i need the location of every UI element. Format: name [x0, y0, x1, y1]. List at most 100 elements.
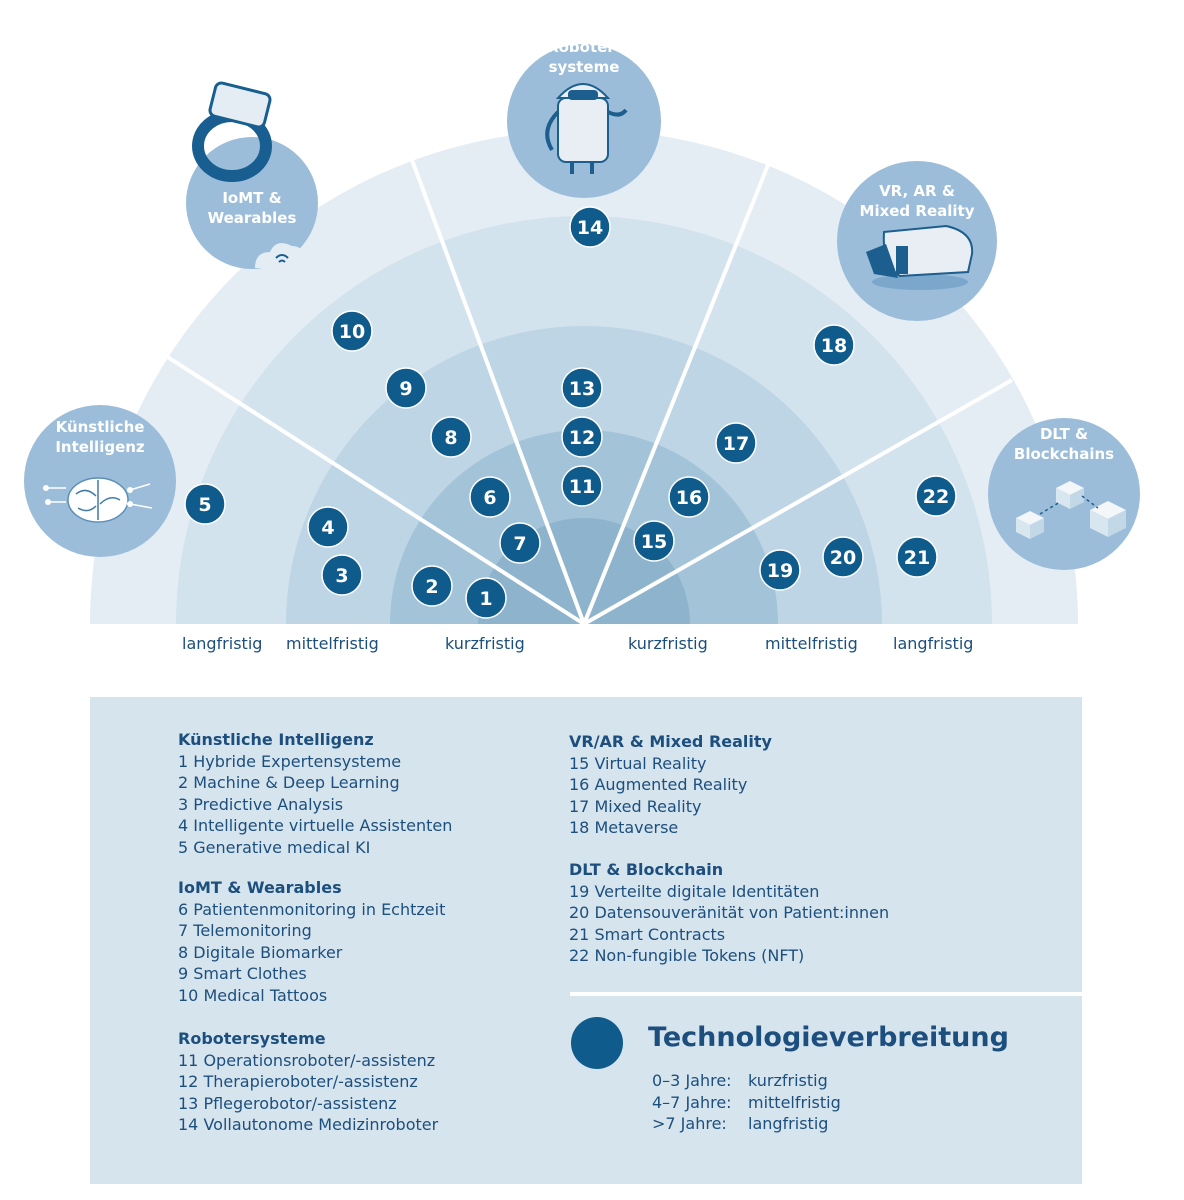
ring-label-right-short: kurzfristig: [628, 634, 708, 653]
marker-dot: [499, 522, 541, 564]
marker-dot: [184, 483, 226, 525]
legend-item: 13 Pflegerobotor/-assistenz: [178, 1093, 397, 1113]
radar-marker-3: 3: [321, 554, 363, 596]
legend-group-vr: VR/AR & Mixed Reality 15 Virtual Reality…: [569, 731, 772, 839]
radar-marker-19: 19: [759, 549, 801, 591]
category-label: Intelligenz: [55, 438, 145, 456]
marker-number: 14: [577, 217, 603, 239]
marker-dot: [813, 324, 855, 366]
legend-item: 22 Non-fungible Tokens (NFT): [569, 946, 805, 965]
sector-divider-4: [583, 378, 1013, 626]
marker-number: 3: [335, 565, 348, 587]
legend-group-robot: Robotersysteme 11 Operationsroboter/-ass…: [178, 1028, 438, 1136]
legend-item: 3 Predictive Analysis: [178, 794, 344, 814]
category-label: Mixed Reality: [860, 202, 975, 220]
vr-headset-icon: [866, 224, 974, 290]
marker-dot: [331, 310, 373, 352]
diffusion-range: >7 Jahre:: [652, 1114, 727, 1133]
marker-number: 13: [569, 378, 595, 400]
legend-item: 15 Virtual Reality: [569, 753, 707, 773]
legend-group-iomt: IoMT & Wearables 6 Patientenmonitoring i…: [178, 877, 445, 1006]
radar-marker-8: 8: [430, 416, 472, 458]
legend-panel: Künstliche Intelligenz 1 Hybride Experte…: [90, 697, 1082, 1184]
marker-dot: [561, 416, 603, 458]
legend-item: 6 Patientenmonitoring in Echtzeit: [178, 899, 446, 919]
marker-dot: [561, 465, 603, 507]
radar-marker-9: 9: [385, 367, 427, 409]
radar-marker-17: 17: [715, 422, 757, 464]
marker-dot: [307, 506, 349, 548]
marker-dot: [759, 549, 801, 591]
marker-dot: [569, 206, 611, 248]
category-circle-robot: Roboter-systeme: [507, 38, 661, 198]
diffusion-term: mittelfristig: [748, 1092, 841, 1112]
legend-item: 14 Vollautonome Medizinroboter: [178, 1115, 439, 1134]
sector-divider-3: [582, 159, 772, 625]
radar-marker-11: 11: [561, 465, 603, 507]
marker-number: 21: [904, 547, 930, 569]
category-label: VR, AR &: [879, 182, 955, 200]
marker-number: 20: [830, 547, 856, 569]
legend-group-title: Robotersysteme: [178, 1029, 326, 1048]
legend-item: 11 Operationsroboter/-assistenz: [178, 1050, 436, 1070]
radar-marker-6: 6: [469, 476, 511, 518]
marker-dot: [385, 367, 427, 409]
ring-label-right-long: langfristig: [893, 634, 974, 653]
marker-dot: [465, 577, 507, 619]
ring-label-left-long: langfristig: [182, 634, 263, 653]
legend-item: 5 Generative medical KI: [178, 837, 371, 857]
legend-item: 8 Digitale Biomarker: [178, 942, 343, 962]
marker-number: 19: [767, 560, 793, 582]
marker-number: 11: [569, 476, 595, 498]
radar-marker-2: 2: [411, 565, 453, 607]
legend-item: 4 Intelligente virtuelle Assistenten: [178, 816, 453, 835]
category-circle-iomt: IoMT &Wearables: [186, 81, 318, 270]
marker-dot: [822, 536, 864, 578]
marker-number: 9: [399, 378, 412, 400]
legend-item: 10 Medical Tattoos: [178, 985, 328, 1005]
marker-number: 15: [641, 531, 667, 553]
diffusion-range: 4–7 Jahre:: [652, 1092, 732, 1112]
marker-dot: [715, 422, 757, 464]
diffusion-dot-icon: [571, 1017, 623, 1069]
category-label: Blockchains: [1014, 445, 1114, 463]
legend-group-title: DLT & Blockchain: [569, 860, 724, 879]
category-label: IoMT &: [222, 189, 281, 207]
marker-number: 4: [321, 517, 334, 539]
marker-number: 1: [479, 588, 492, 610]
radar-marker-18: 18: [813, 324, 855, 366]
marker-number: 2: [425, 576, 438, 598]
marker-dot: [633, 520, 675, 562]
radar-marker-4: 4: [307, 506, 349, 548]
marker-dot: [915, 475, 957, 517]
blocks-chain-icon: [1016, 481, 1126, 539]
diffusion-term: langfristig: [748, 1114, 829, 1133]
brain-circuit-icon: [43, 477, 153, 523]
smartwatch-cloud-icon: [192, 81, 311, 270]
legend-item: 19 Verteilte digitale Identitäten: [569, 881, 820, 901]
radar-marker-15: 15: [633, 520, 675, 562]
category-label: Roboter-: [547, 38, 621, 56]
marker-dot: [896, 536, 938, 578]
marker-dot: [668, 476, 710, 518]
marker-number: 12: [569, 427, 595, 449]
legend-item: 2 Machine & Deep Learning: [178, 773, 400, 792]
ring-label-left-short: kurzfristig: [445, 634, 525, 653]
marker-number: 6: [483, 487, 496, 509]
radar-marker-22: 22: [915, 475, 957, 517]
radar-spokes: [164, 159, 1013, 626]
legend-item: 12 Therapieroboter/-assistenz: [178, 1072, 418, 1091]
marker-number: 18: [821, 335, 847, 357]
radar-marker-21: 21: [896, 536, 938, 578]
marker-number: 10: [339, 321, 365, 343]
radar-marker-16: 16: [668, 476, 710, 518]
sector-divider-1: [164, 354, 586, 626]
marker-dot: [321, 554, 363, 596]
category-circle-vr: VR, AR & Mixed Reality: [837, 161, 997, 321]
sector-divider-2: [410, 159, 586, 625]
marker-dot: [469, 476, 511, 518]
legend-item: 7 Telemonitoring: [178, 921, 312, 940]
